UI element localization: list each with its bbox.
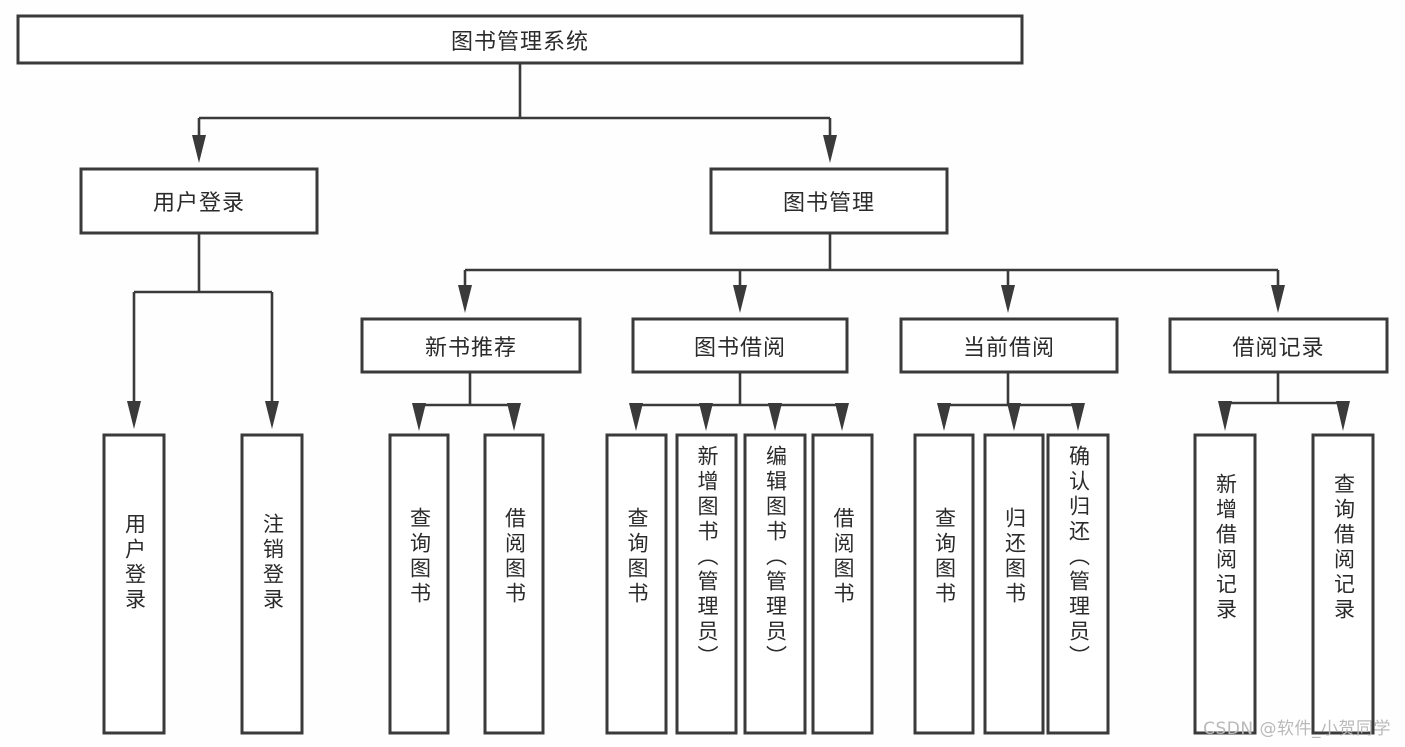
arrow-head-leaf-edit-book: [768, 403, 782, 431]
node-box-borrow-record[interactable]: [1168, 317, 1389, 374]
node-box-root[interactable]: [16, 14, 1024, 65]
arrow-head-leaf-add-record: [1218, 401, 1232, 431]
node-box-user-login[interactable]: [79, 167, 319, 235]
node-box-leaf-logout[interactable]: [240, 433, 304, 735]
arrow-head-leaf-return-book: [1007, 403, 1021, 431]
arrow-head-leaf-borrow-book: [835, 403, 849, 431]
arrow-head-book-manage: [823, 135, 837, 163]
arrow-head-leaf-query-book-cur: [937, 403, 951, 431]
arrow-head-borrow-record: [1271, 285, 1285, 313]
node-box-leaf-query-record[interactable]: [1311, 433, 1375, 735]
arrow-head-new-book-recommend: [458, 285, 472, 313]
arrow-head-current-borrow: [1001, 285, 1015, 313]
arrow-head-leaf-query-book-borrow: [629, 403, 643, 431]
node-box-leaf-edit-book[interactable]: [743, 433, 807, 735]
edge-group-new-book-recommend: [412, 372, 521, 431]
edge-group-root: [192, 63, 837, 163]
node-box-leaf-add-record[interactable]: [1193, 433, 1257, 735]
node-box-book-manage[interactable]: [709, 167, 949, 235]
node-box-leaf-borrow-book-new[interactable]: [483, 433, 545, 735]
arrow-head-leaf-logout: [265, 401, 279, 429]
node-box-leaf-query-book-cur[interactable]: [913, 433, 975, 735]
arrow-head-leaf-query-record: [1336, 401, 1350, 431]
arrow-head-leaf-borrow-book-new: [507, 403, 521, 431]
arrow-head-leaf-user-login: [127, 401, 141, 429]
node-box-leaf-add-book[interactable]: [675, 433, 738, 735]
arrow-head-book-borrow: [733, 285, 747, 313]
edge-group-user-login: [127, 233, 279, 429]
node-box-leaf-query-book-borrow[interactable]: [605, 433, 668, 735]
arrow-head-leaf-add-book: [699, 403, 713, 431]
node-box-current-borrow[interactable]: [899, 317, 1119, 374]
edge-group-current-borrow: [937, 372, 1085, 431]
node-box-leaf-return-book[interactable]: [983, 433, 1045, 735]
node-box-book-borrow[interactable]: [631, 317, 849, 374]
arrow-head-user-login: [192, 135, 206, 163]
node-box-new-book-recommend[interactable]: [360, 317, 582, 374]
edge-group-book-manage: [458, 233, 1285, 313]
arrow-head-leaf-query-book-new: [412, 403, 426, 431]
node-box-leaf-user-login[interactable]: [102, 433, 166, 735]
edge-group-borrow-record: [1218, 372, 1350, 431]
edge-group-book-borrow: [629, 372, 849, 431]
node-box-leaf-borrow-book[interactable]: [811, 433, 874, 735]
node-box-leaf-query-book-new[interactable]: [388, 433, 450, 735]
arrow-head-leaf-confirm-return: [1071, 403, 1085, 431]
node-box-leaf-confirm-return[interactable]: [1046, 433, 1110, 735]
